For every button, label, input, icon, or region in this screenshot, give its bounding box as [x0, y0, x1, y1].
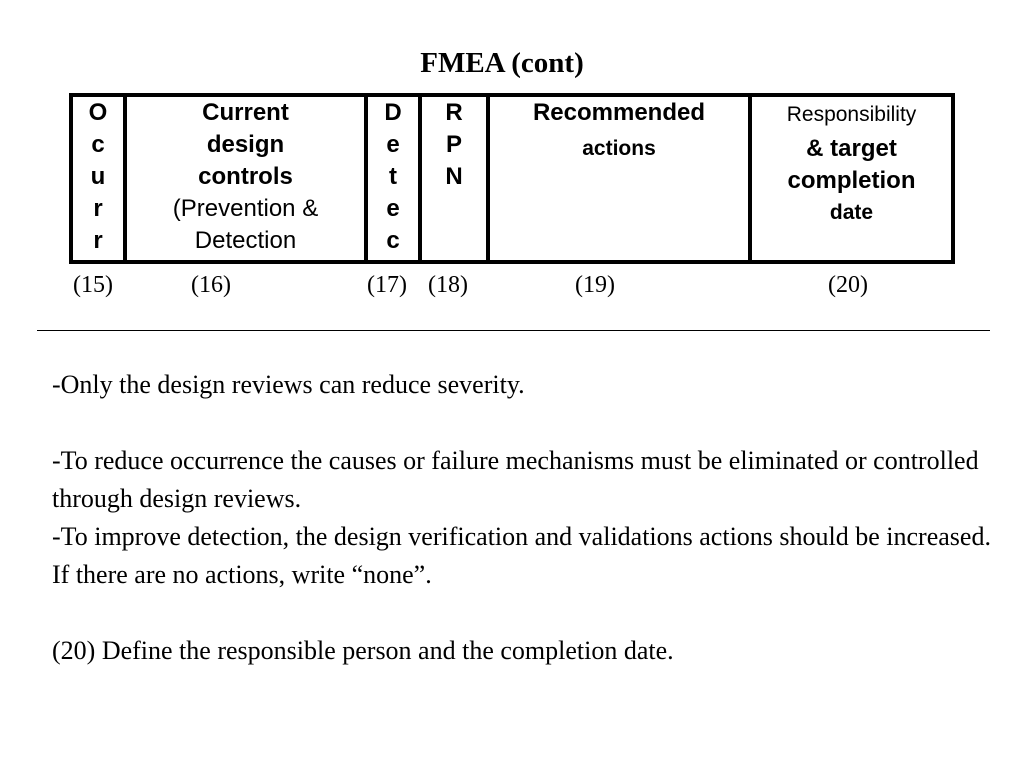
- column-occurrence-line: c: [91, 131, 105, 158]
- column-number: (17): [367, 272, 407, 298]
- column-detection-line: t: [389, 163, 397, 190]
- column-detection-line: c: [386, 227, 400, 254]
- column-occurrence: O c u r r: [71, 95, 125, 262]
- column-rpn-line: N: [445, 163, 463, 190]
- column-number: (18): [428, 272, 468, 298]
- column-responsibility-line: completion: [787, 167, 916, 194]
- column-controls-line: design: [206, 131, 285, 158]
- horizontal-divider: [37, 330, 990, 331]
- column-occurrence-line: r: [93, 195, 103, 222]
- note-paragraph: -Only the design reviews can reduce seve…: [52, 370, 525, 399]
- column-detection-line: e: [386, 131, 400, 158]
- column-occurrence-line: u: [90, 163, 106, 190]
- column-responsibility: Responsibility & target completion date: [748, 95, 953, 262]
- column-controls-line: Detection: [194, 227, 297, 254]
- column-rpn-line: R: [445, 99, 463, 126]
- column-occurrence-line: r: [93, 227, 103, 254]
- column-number: (19): [575, 272, 615, 298]
- column-rpn: R P N: [418, 95, 488, 262]
- column-responsibility-line: & target: [806, 135, 897, 162]
- notes-body: -Only the design reviews can reduce seve…: [52, 366, 992, 670]
- note-paragraph: -To reduce occurrence the causes or fail…: [52, 446, 979, 513]
- column-current-design-controls: Current design controls (Prevention & De…: [123, 95, 366, 262]
- column-number: (15): [73, 272, 113, 298]
- note-paragraph: -To improve detection, the design verifi…: [52, 522, 991, 589]
- column-detection-line: e: [386, 195, 400, 222]
- slide-title: FMEA (cont): [420, 47, 584, 79]
- column-detection-line: D: [384, 99, 402, 126]
- fmea-header-table: O c u r r Current design controls (Preve…: [69, 93, 955, 264]
- column-responsibility-line: date: [829, 201, 874, 224]
- column-rpn-line: P: [445, 131, 462, 158]
- column-controls-line: controls: [198, 163, 293, 190]
- column-controls-line: (Prevention &: [172, 195, 319, 222]
- column-number: (16): [191, 272, 231, 298]
- note-paragraph: (20) Define the responsible person and t…: [52, 636, 674, 665]
- column-responsibility-line: Responsibility: [786, 103, 917, 126]
- column-actions-line: Recommended: [532, 99, 706, 126]
- column-actions-line: actions: [582, 137, 656, 160]
- column-number: (20): [828, 272, 868, 298]
- column-controls-line: Current: [202, 99, 289, 126]
- column-recommended-actions: Recommended actions: [486, 95, 750, 262]
- column-detection: D e t e c: [364, 95, 420, 262]
- column-occurrence-line: O: [88, 99, 108, 126]
